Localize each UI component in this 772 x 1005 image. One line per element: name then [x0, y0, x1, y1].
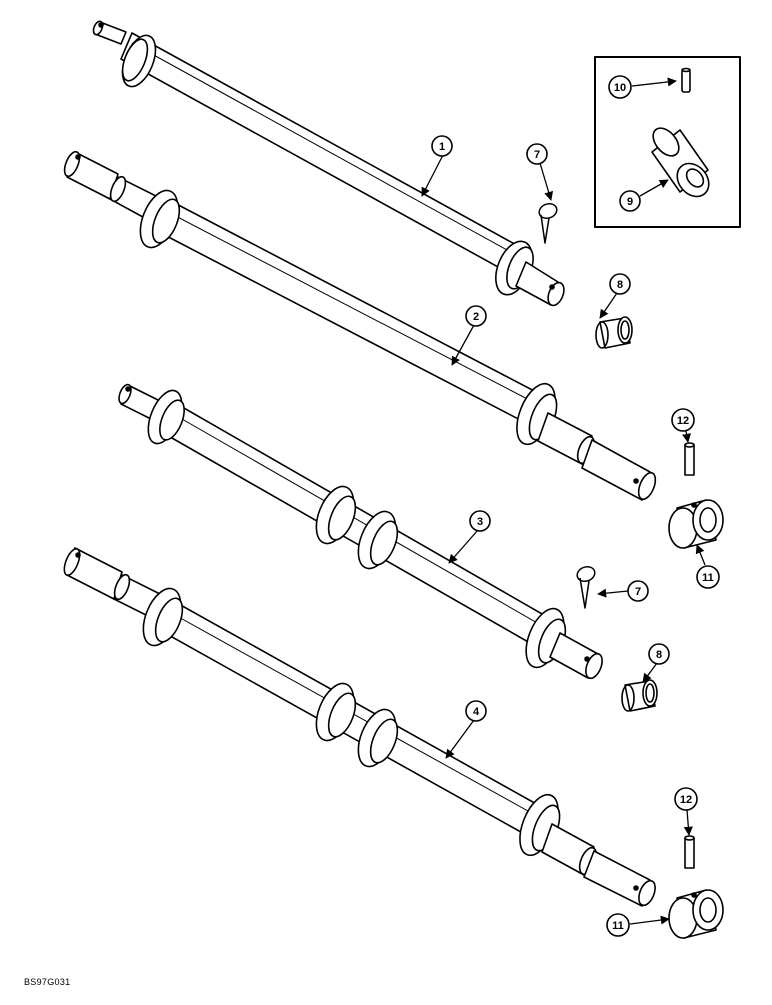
callout-1: 1 [431, 135, 453, 157]
pin-10 [681, 67, 691, 93]
callout-2: 2 [465, 305, 487, 327]
callouts: 1 2 3 4 7 7 8 8 [431, 75, 720, 937]
hairpin-clip-top [538, 202, 558, 244]
shaft-4 [63, 547, 656, 907]
callout-8-top: 8 [609, 273, 631, 295]
callout-11-lower: 11 [606, 913, 630, 937]
callout-4: 4 [465, 700, 487, 722]
callout-10: 10 [608, 75, 632, 99]
svg-text:8: 8 [656, 649, 662, 661]
document-code: BS97G031 [24, 977, 71, 987]
shaft-3 [118, 383, 603, 680]
callout-7-middle: 7 [627, 580, 649, 602]
callout-11-upper: 11 [696, 565, 720, 589]
shaft-1 [92, 20, 565, 307]
svg-text:7: 7 [534, 149, 540, 161]
svg-text:11: 11 [612, 920, 624, 932]
callout-9: 9 [619, 190, 641, 212]
svg-text:4: 4 [473, 706, 480, 718]
svg-text:3: 3 [477, 516, 483, 528]
callout-3: 3 [469, 510, 491, 532]
svg-text:8: 8 [617, 279, 623, 291]
shaft-2 [63, 150, 657, 501]
callout-7-top: 7 [526, 143, 548, 165]
lock-collar-lower [668, 889, 724, 939]
bushing-top [595, 316, 633, 349]
leader-lines [421, 77, 706, 925]
svg-text:1: 1 [439, 141, 445, 153]
svg-text:12: 12 [680, 794, 692, 806]
callout-12-lower: 12 [674, 787, 698, 811]
svg-text:9: 9 [627, 196, 633, 208]
lock-collar-upper [668, 499, 724, 549]
svg-text:11: 11 [702, 572, 714, 584]
svg-text:2: 2 [473, 311, 479, 323]
svg-text:12: 12 [677, 415, 689, 427]
callout-8-middle: 8 [648, 643, 670, 665]
svg-text:7: 7 [635, 586, 641, 598]
roll-pin-upper [684, 442, 695, 476]
callout-12-upper: 12 [671, 408, 695, 432]
roll-pin-lower [684, 835, 695, 869]
detail-inset [594, 56, 741, 228]
hairpin-clip-middle [576, 565, 596, 609]
sleeve-9 [651, 127, 710, 198]
svg-text:10: 10 [614, 82, 626, 94]
bushing-middle [621, 679, 658, 712]
